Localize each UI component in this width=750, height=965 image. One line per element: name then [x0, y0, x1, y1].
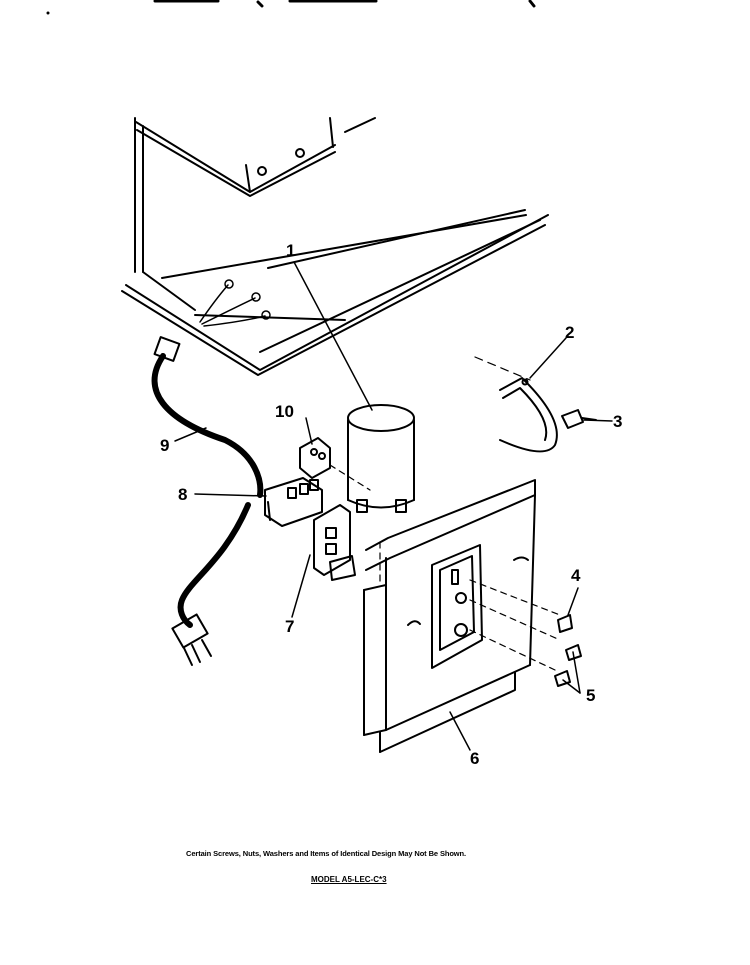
cabinet-housing [121, 117, 549, 376]
capacitor-strap [474, 356, 558, 453]
callout-5: 5 [586, 686, 596, 705]
callout-8: 8 [178, 485, 188, 504]
leader-lines [174, 261, 613, 751]
callout-9: 9 [160, 436, 170, 455]
internal-wire-leads [199, 279, 271, 327]
screws-5 [554, 644, 582, 687]
top-edge-marks [153, 0, 536, 8]
callout-4: 4 [571, 566, 581, 585]
screw-4 [557, 614, 573, 633]
footnote-text: Certain Screws, Nuts, Washers and Items … [186, 849, 467, 858]
capacitor [347, 404, 415, 513]
callout-3: 3 [613, 412, 623, 431]
callout-6: 6 [470, 749, 480, 768]
terminal-block-10 [299, 437, 371, 491]
switch-7 [313, 504, 356, 581]
callout-1: 1 [286, 241, 296, 260]
power-cord-assembly [151, 336, 264, 666]
callout-10: 10 [275, 402, 294, 421]
relay-8 [264, 477, 323, 527]
screw-3 [561, 409, 597, 429]
model-number: MODEL A5-LEC-C*3 [311, 875, 387, 884]
mounting-plate [363, 479, 561, 753]
callout-7: 7 [285, 617, 295, 636]
callout-2: 2 [565, 323, 575, 342]
